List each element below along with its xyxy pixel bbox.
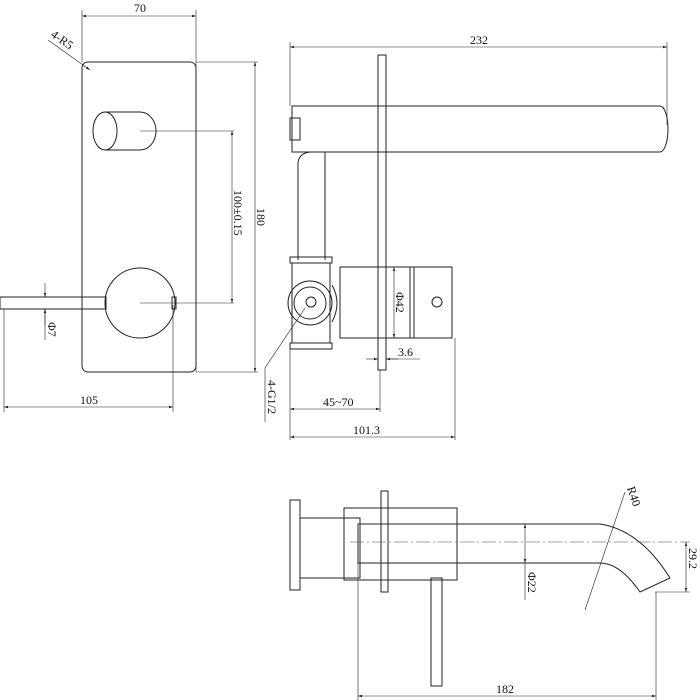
bottom-spout bbox=[357, 523, 671, 593]
lever-rod bbox=[0, 296, 107, 310]
dim-plate-thickness: 3.6 bbox=[398, 345, 413, 359]
wall-plate bbox=[81, 61, 197, 373]
riser-pipe bbox=[297, 151, 326, 260]
bottom-plate bbox=[380, 490, 389, 593]
dim-width: 70 bbox=[134, 1, 146, 15]
bottom-view: Φ22 29.2 R40 182 bbox=[289, 485, 700, 700]
side-spout bbox=[291, 105, 669, 153]
dim-height: 180 bbox=[254, 208, 268, 226]
dim-lever-diameter: Φ7 bbox=[45, 322, 59, 337]
label-inlets: 4-G1/2 bbox=[265, 380, 279, 414]
dim-handle-spacing: 100±0.15 bbox=[231, 190, 245, 236]
side-view: 232 Φ42 3.6 45~70 101.3 4-G1/2 bbox=[264, 33, 669, 440]
valve-inlet bbox=[287, 280, 333, 326]
dim-spout-length: 232 bbox=[470, 33, 488, 47]
dim-wall-depth: 45~70 bbox=[323, 395, 354, 409]
dim-body-depth: 101.3 bbox=[353, 423, 380, 437]
front-view: 70 4-R5 100±0.15 180 Φ7 105 bbox=[0, 1, 268, 412]
dim-cartridge-diameter: Φ42 bbox=[393, 292, 407, 313]
side-plate bbox=[377, 54, 387, 371]
dim-corner-radius: 4-R5 bbox=[48, 27, 76, 52]
dim-spout-radius: R40 bbox=[624, 485, 643, 508]
dim-spout-diameter: Φ22 bbox=[525, 572, 539, 593]
cartridge-housing bbox=[339, 266, 453, 339]
bottom-lever bbox=[430, 577, 443, 687]
bottom-body bbox=[343, 507, 458, 581]
dim-lever-reach: 105 bbox=[80, 393, 98, 407]
dim-spout-drop: 29.2 bbox=[686, 548, 700, 569]
dim-projection: 182 bbox=[496, 682, 514, 696]
